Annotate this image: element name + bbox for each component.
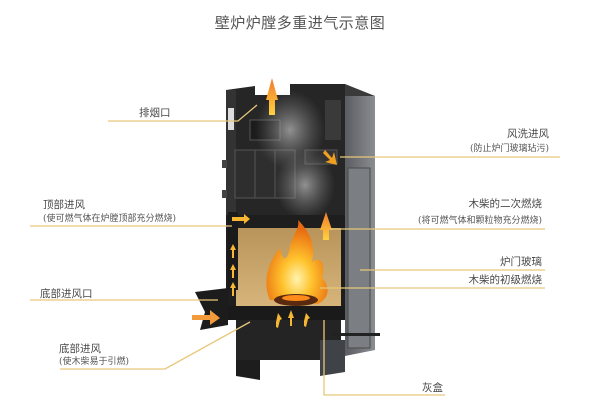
label-top-air: 顶部进风	[43, 199, 85, 211]
leader-lines	[30, 104, 560, 396]
label-secondary-combustion-desc: (将可燃气体和颗粒物充分燃烧)	[417, 216, 542, 226]
label-flue: 排烟口	[139, 107, 171, 119]
label-airwash: 风洗进风	[507, 128, 549, 140]
label-secondary-combustion: 木柴的二次燃烧	[468, 198, 543, 210]
label-door-glass: 炉门玻璃	[500, 256, 542, 268]
label-bottom-air-inlet: 底部进风口	[40, 288, 93, 300]
label-bottom-air: 底部进风	[59, 343, 101, 355]
label-primary-combustion: 木柴的初级燃烧	[468, 274, 543, 286]
label-bottom-air-desc: (使木柴易于引燃)	[59, 357, 130, 367]
label-top-air-desc: (使可燃气体在炉膛顶部充分燃烧)	[43, 214, 177, 224]
diagram-title: 壁炉炉膛多重进气示意图	[214, 14, 386, 32]
airflow-arrows	[192, 78, 337, 328]
flame	[266, 220, 328, 306]
label-ash-box: 灰盒	[422, 382, 443, 394]
label-airwash-desc: (防止炉门玻璃玷污)	[469, 144, 549, 154]
